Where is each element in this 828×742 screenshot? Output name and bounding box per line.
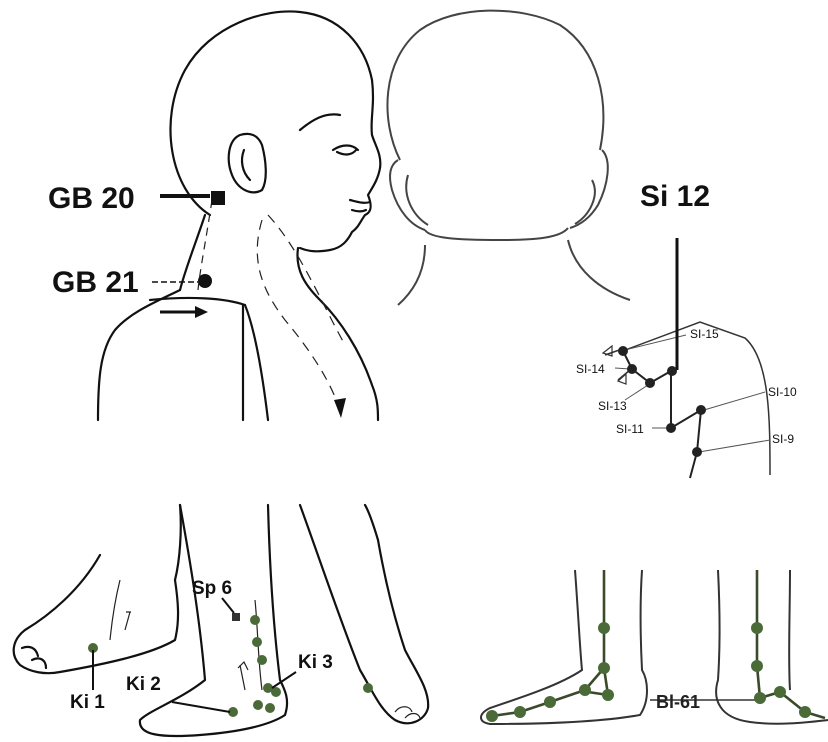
bl-right-foot1-c <box>579 684 591 696</box>
si12-point <box>667 366 677 376</box>
si10-label: SI-10 <box>768 385 797 399</box>
bl-right-foot1-b <box>598 662 610 674</box>
si14-point <box>627 364 637 374</box>
gb20-point <box>211 191 225 205</box>
si13-point <box>645 378 655 388</box>
foot3-point <box>363 683 373 693</box>
si10-point <box>696 405 706 415</box>
bl-right-foot2-b <box>751 660 763 672</box>
ki1-label: Ki 1 <box>70 692 105 713</box>
bl-right-foot1-d <box>602 689 614 701</box>
si12-label: Si 12 <box>640 180 710 213</box>
ankle-point-b <box>253 700 263 710</box>
leg-point-c <box>257 655 267 665</box>
si11-label: SI-11 <box>616 422 644 436</box>
bl61-label: Bl-61 <box>656 692 700 712</box>
si14-label: SI-14 <box>576 362 605 376</box>
gb21-point <box>198 274 212 288</box>
si13-label: SI-13 <box>598 399 627 413</box>
ki2-label: Ki 2 <box>126 674 161 695</box>
bl-right-foot2-c <box>774 686 786 698</box>
feet-right-figure <box>481 570 828 724</box>
ankle-point-c <box>265 703 275 713</box>
head-back-figure <box>387 11 630 305</box>
bl-right-foot1-e <box>544 696 556 708</box>
leg-point-b <box>252 637 262 647</box>
si11-point <box>666 423 676 433</box>
si9-point <box>692 447 702 457</box>
gb21-label: GB 21 <box>52 266 139 299</box>
si15-label: SI-15 <box>690 327 719 341</box>
si9-label: SI-9 <box>772 432 794 446</box>
si15-point <box>618 346 628 356</box>
bl-right-foot2-d <box>799 706 811 718</box>
sp6-label: Sp 6 <box>192 578 232 599</box>
bl-right-foot1-a <box>598 622 610 634</box>
bl-right-foot2-a <box>751 622 763 634</box>
leg-point-a <box>250 615 260 625</box>
bl-right-foot1-g <box>486 710 498 722</box>
shoulder-si-figure <box>603 238 770 478</box>
head-profile-figure <box>98 11 380 420</box>
ki3-label: Ki 3 <box>298 652 333 673</box>
gb20-label: GB 20 <box>48 182 135 215</box>
bl-right-foot1-f <box>514 706 526 718</box>
bl61-point <box>754 692 766 704</box>
sp6-point <box>232 613 240 621</box>
